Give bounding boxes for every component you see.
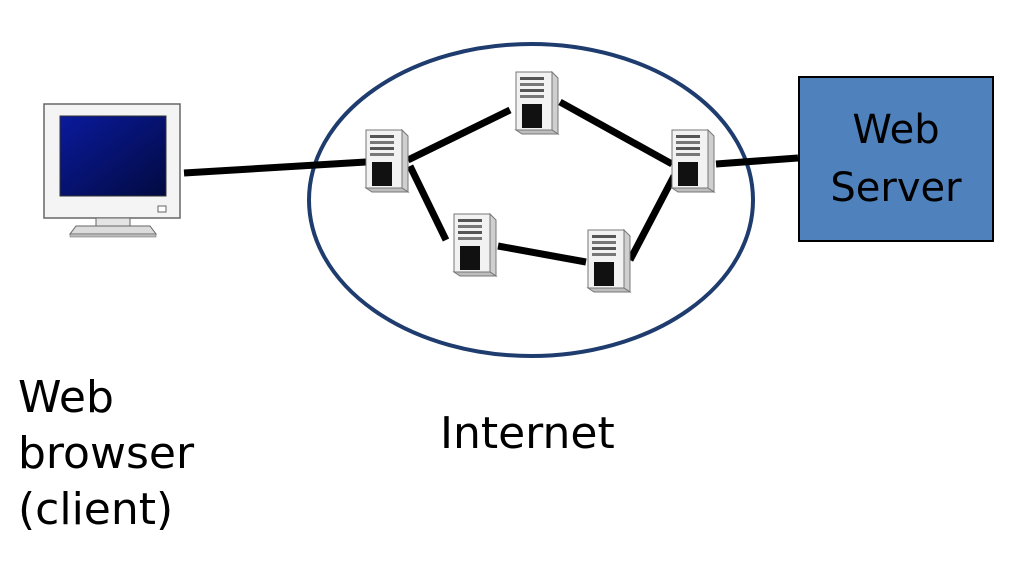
server-tower-icon	[587, 229, 631, 293]
client-label-line1: Web	[18, 372, 114, 423]
internet-ellipse	[307, 42, 755, 358]
monitor-icon	[43, 103, 181, 238]
link-router-left-top	[406, 106, 512, 164]
server-tower-icon	[671, 129, 715, 193]
server-tower-icon	[453, 213, 497, 277]
web-browser-client-label: Web browser (client)	[18, 370, 194, 538]
server-tower-icon	[365, 129, 409, 193]
link-router-right-server	[715, 154, 799, 168]
link-router-bottom-right-right	[626, 174, 678, 262]
link-router-top-right	[558, 98, 674, 168]
web-server-box: Web Server	[798, 76, 994, 242]
link-router-bottom-left-bottom-right	[497, 242, 587, 266]
web-server-label-line1: Web	[852, 107, 940, 153]
web-server-label-line2: Server	[830, 165, 962, 211]
internet-label: Internet	[440, 408, 615, 459]
link-client-router-left	[183, 158, 367, 177]
client-label-line3: (client)	[18, 484, 174, 535]
client-label-line2: browser	[18, 428, 195, 479]
link-router-left-bottom-left	[406, 164, 450, 242]
server-tower-icon	[515, 71, 559, 135]
